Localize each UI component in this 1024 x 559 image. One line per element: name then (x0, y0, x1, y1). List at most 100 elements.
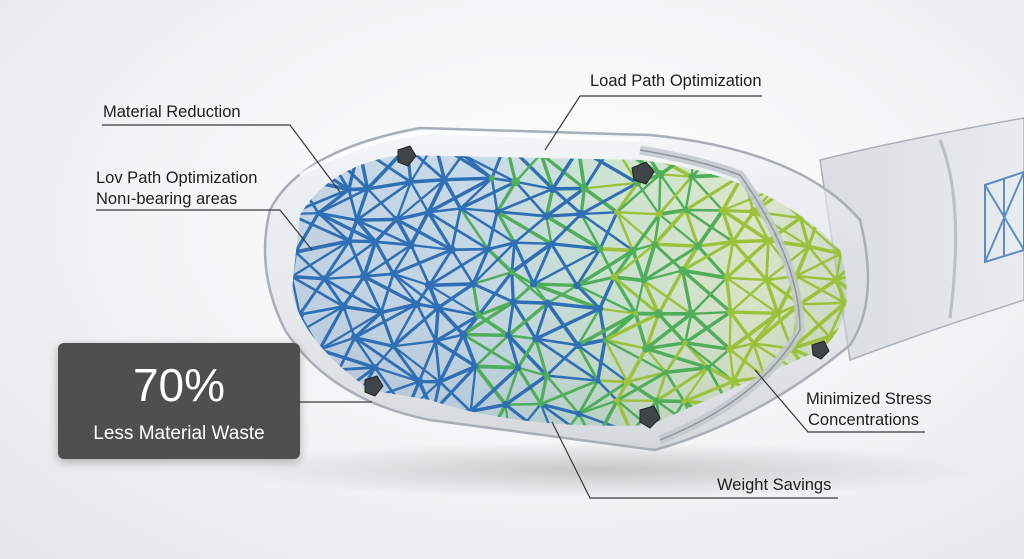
lattice-strut (427, 207, 462, 214)
lattice-node (377, 309, 385, 316)
lattice-strut (634, 279, 645, 315)
lattice-node (493, 208, 501, 216)
lattice-strut (458, 180, 518, 211)
lattice-node (614, 397, 621, 404)
label-low-path-optimization: Lov Path Optimization (96, 169, 258, 187)
lattice-strut (766, 406, 770, 426)
lattice-strut (353, 302, 419, 339)
lattice-strut (532, 282, 549, 305)
lattice-strut (434, 313, 481, 343)
lattice-strut (325, 401, 355, 407)
lattice-strut (495, 187, 555, 214)
lattice-strut (644, 312, 661, 351)
lattice-strut (392, 302, 419, 348)
lattice-strut (545, 343, 580, 378)
label-weight-savings: Weight Savings (717, 476, 832, 494)
lattice-node (389, 270, 397, 278)
lattice-strut (721, 208, 756, 214)
lattice-strut (495, 180, 518, 214)
tail-lattice (984, 170, 1024, 264)
lattice-strut (509, 241, 554, 275)
lattice-strut (798, 302, 831, 338)
lattice-strut (689, 312, 732, 351)
lattice-node (371, 364, 379, 371)
lattice-node (542, 212, 551, 220)
lattice-strut (292, 239, 351, 278)
lattice-strut (395, 210, 430, 222)
lattice-strut (644, 346, 710, 370)
lattice-node (726, 345, 734, 353)
lattice-strut (303, 401, 329, 426)
lattice-strut (395, 178, 446, 221)
lattice-strut (603, 338, 668, 374)
lattice-strut (337, 336, 357, 372)
lattice-strut (362, 274, 419, 306)
lattice-strut (596, 379, 629, 384)
lattice-strut (392, 272, 440, 310)
lattice-strut (683, 310, 733, 345)
lattice-strut (794, 244, 811, 279)
lattice-node (488, 175, 496, 182)
lattice-strut (366, 187, 398, 221)
lattice-node (339, 302, 348, 311)
lattice-strut (293, 211, 321, 254)
lattice-strut (690, 310, 732, 316)
shell-cut-edge-inner (639, 149, 801, 441)
lattice-strut (642, 244, 700, 283)
lattice-strut (461, 332, 511, 338)
lattice-node (376, 437, 382, 443)
lattice-strut (474, 334, 510, 368)
lattice-node (353, 217, 360, 224)
lattice-strut (764, 239, 770, 282)
lattice-node (469, 280, 478, 288)
lattice-strut (752, 210, 770, 242)
lattice-strut (504, 155, 518, 184)
lattice-strut (577, 379, 600, 416)
lattice-strut (657, 208, 688, 217)
lattice-node (350, 333, 359, 342)
lattice-strut (835, 252, 843, 282)
lattice-strut (373, 345, 395, 369)
lattice-strut (405, 155, 446, 182)
lattice-node (364, 185, 371, 192)
lattice-strut (417, 339, 438, 383)
lattice-strut (417, 438, 450, 441)
lattice-node (299, 365, 309, 375)
lattice-strut (657, 173, 662, 216)
lattice-strut (514, 155, 543, 184)
tube-tail (819, 117, 1024, 362)
lattice-strut (797, 277, 839, 307)
lattice-strut (835, 270, 847, 282)
lattice-strut (834, 236, 847, 282)
stat-value: 70% (132, 359, 226, 411)
lattice-strut (612, 275, 646, 283)
lattice-node (629, 246, 637, 255)
lattice-strut (654, 399, 686, 404)
leader-stress (754, 369, 925, 433)
lattice-node (425, 208, 432, 216)
lattice-strut (806, 244, 843, 256)
lattice-strut (534, 337, 600, 382)
lattice-strut (461, 155, 494, 180)
lattice-strut (353, 336, 421, 383)
lattice-node (832, 275, 841, 284)
lattice-strut (490, 176, 499, 213)
lattice-strut (507, 300, 515, 337)
lattice-strut (765, 405, 809, 426)
lattice-strut (658, 213, 700, 248)
lattice-strut (513, 241, 553, 245)
lattice-node (317, 140, 322, 145)
lattice-strut (365, 180, 413, 191)
lattice-strut (682, 366, 710, 403)
lattice-node (315, 209, 322, 217)
lattice-node (724, 429, 732, 437)
lattice-strut (495, 210, 517, 245)
lattice-node (538, 401, 544, 407)
lattice-strut (409, 243, 431, 287)
lattice-strut (353, 336, 377, 369)
lattice-strut (706, 347, 731, 369)
lattice-node (390, 343, 397, 350)
lattice-strut (532, 242, 553, 286)
lattice-strut (373, 217, 399, 244)
lattice-strut (576, 311, 638, 348)
